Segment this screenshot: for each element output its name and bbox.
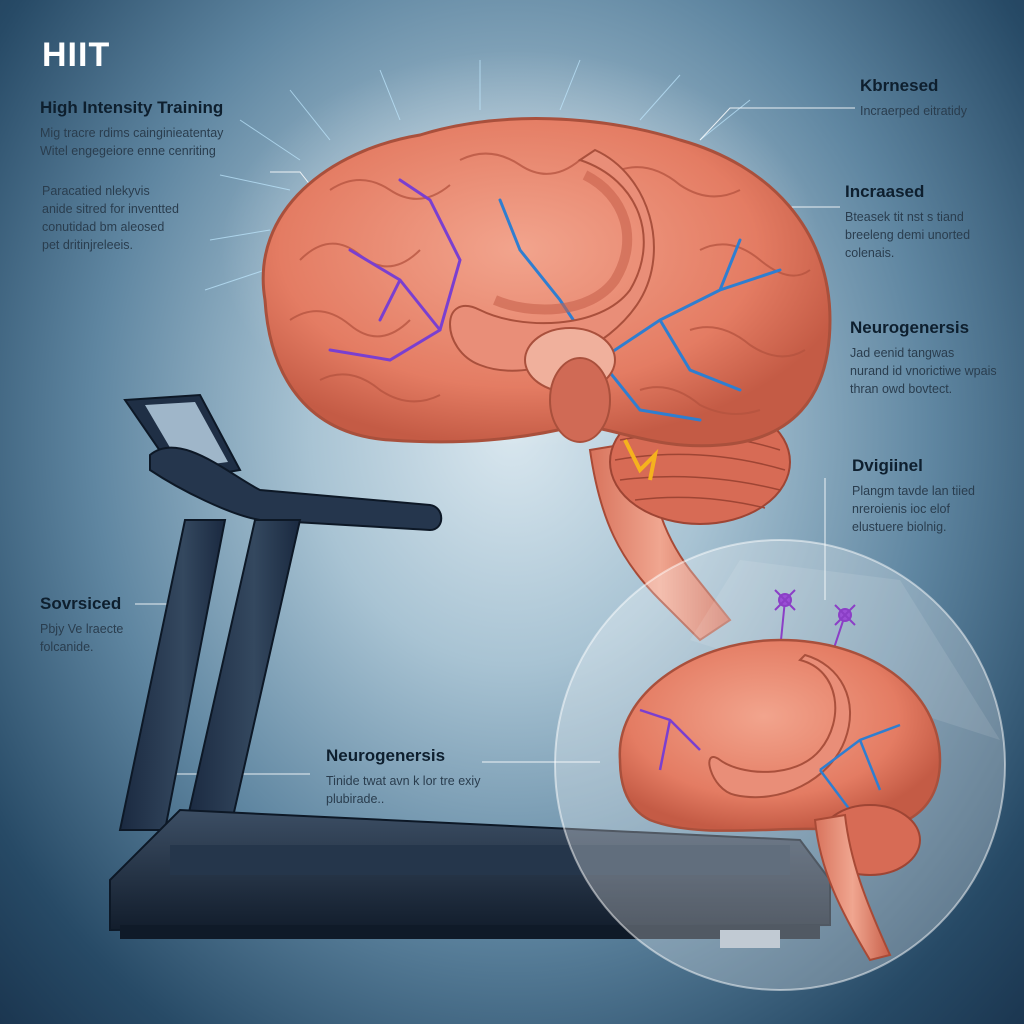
label-heading: Dvigiinel (852, 456, 923, 475)
label-line: Incraerped eitratidy (860, 104, 968, 118)
label-heading: Neurogenersis (326, 746, 446, 765)
label-body: Bteasek tit nst s tiand breeleng demi un… (845, 208, 970, 262)
label-line: Plangm tavde lan tiied (852, 484, 975, 498)
label-line: Paracatied nlekyvis (42, 184, 150, 198)
label-body: Incraerped eitratidy (860, 102, 967, 120)
label-heading: Sovrsiced (40, 594, 122, 613)
energy-sparks (204, 59, 751, 291)
treadmill (109, 393, 831, 948)
label-line: breeleng demi unorted (845, 228, 971, 242)
label-high-intensity: High Intensity Training Mig tracre rdims… (40, 98, 223, 160)
label-line: anide sitred for inventted (42, 202, 179, 216)
label-line: Mig tracre rdims cainginieatentay (40, 126, 224, 140)
label-body: Pbjy Ve lraecte folcanide. (40, 620, 123, 656)
label-line: elustuere biolnig. (852, 520, 947, 534)
page-title: HIIT (42, 36, 111, 74)
label-line: conutidad bm aleosed (42, 220, 165, 234)
main-brain (261, 117, 832, 481)
label-line: Pbjy Ve lraecte (40, 622, 124, 636)
label-heading: Incraased (845, 182, 925, 201)
label-line: Witel engegeiore enne cenriting (40, 144, 216, 158)
label-line: thran owd bovtect. (850, 382, 953, 396)
label-dvigiinel: Dvigiinel Plangm tavde lan tiied nreroie… (852, 456, 975, 536)
label-line: colenais. (845, 246, 895, 260)
label-neurogenersis-lower: Neurogenersis Tinide twat avn k lor tre … (326, 746, 480, 808)
label-line: folcanide. (40, 640, 94, 654)
label-line: pet dritinjreleeis. (42, 238, 134, 252)
label-line: Tinide twat avn k lor tre exiy (326, 774, 481, 788)
label-incraased: Incraased Bteasek tit nst s tiand breele… (845, 182, 970, 262)
label-sovrsiced: Sovrsiced Pbjy Ve lraecte folcanide. (40, 594, 123, 656)
label-body: Plangm tavde lan tiied nreroienis ioc el… (852, 482, 975, 536)
label-neurogenersis: Neurogenersis Jad eenid tangwas nurand i… (850, 318, 997, 398)
label-paracetied: Paracatied nlekyvis anide sitred for inv… (42, 182, 179, 254)
label-body: Mig tracre rdims cainginieatentay Witel … (40, 124, 223, 160)
label-line: Bteasek tit nst s tiand (845, 210, 964, 224)
label-heading: High Intensity Training (40, 98, 224, 117)
label-line: plubirade.. (326, 792, 385, 806)
label-heading: Kbrnesed (860, 76, 939, 95)
zoom-inset (554, 539, 1006, 991)
label-line: nurand id vnorictiwe wpais (850, 364, 997, 378)
label-body: Jad eenid tangwas nurand id vnorictiwe w… (850, 344, 997, 398)
label-line: Jad eenid tangwas (850, 346, 955, 360)
label-kbrnesed: Kbrnesed Incraerped eitratidy (860, 76, 967, 120)
label-body: Tinide twat avn k lor tre exiy plubirade… (326, 772, 480, 808)
label-body: Paracatied nlekyvis anide sitred for inv… (42, 182, 179, 254)
label-heading: Neurogenersis (850, 318, 970, 337)
label-line: nreroienis ioc elof (852, 502, 950, 516)
